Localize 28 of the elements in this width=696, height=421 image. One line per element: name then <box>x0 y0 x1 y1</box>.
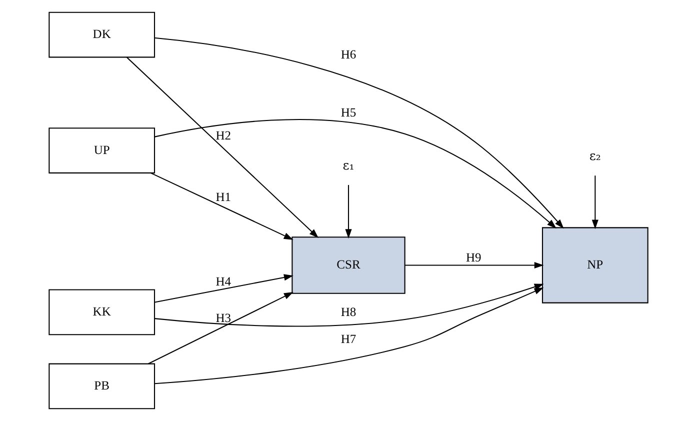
node-box: UP <box>48 128 155 174</box>
edge-label: H1 <box>215 190 230 204</box>
arrow <box>150 172 293 240</box>
node-text: ε₁ <box>342 157 354 172</box>
edge-label: H3 <box>215 311 230 326</box>
node-box: PB <box>48 363 155 410</box>
edge-label: H6 <box>340 47 356 62</box>
arrow <box>154 287 544 384</box>
node-text: ε₂ <box>588 148 600 164</box>
edge-label: H5 <box>340 106 356 120</box>
arrow <box>154 274 293 303</box>
arrow <box>154 119 556 228</box>
edge-label: H4 <box>215 274 230 289</box>
arrow <box>154 284 544 327</box>
edge-label: H8 <box>340 304 356 319</box>
edge-label: H2 <box>215 128 230 143</box>
node-box: NP <box>541 227 648 304</box>
arrow <box>148 292 293 364</box>
edge-label: H9 <box>466 250 481 265</box>
edge-label: H7 <box>340 332 356 346</box>
node-box: KK <box>48 289 155 336</box>
arrow <box>126 56 318 238</box>
arrow <box>344 185 352 239</box>
arrow <box>404 262 544 269</box>
node-box: DK <box>48 12 155 58</box>
arrow <box>154 37 564 229</box>
node-box: CSR <box>291 236 405 294</box>
arrow <box>591 176 598 230</box>
